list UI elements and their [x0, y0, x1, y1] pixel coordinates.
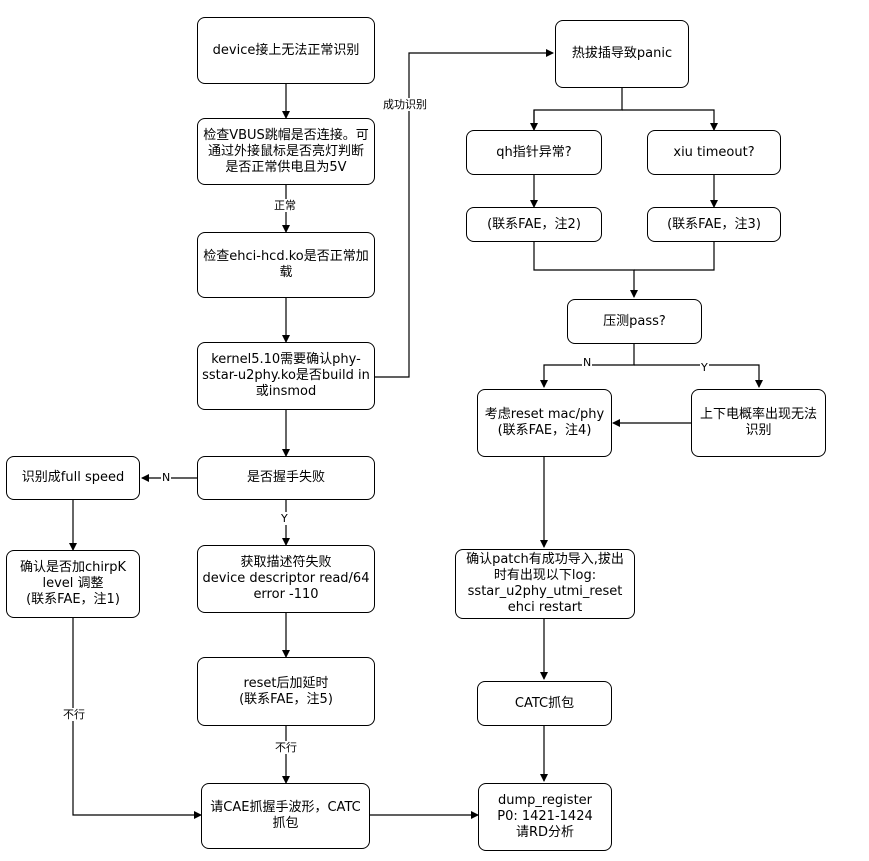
- edge-label-fail-mid: 不行: [274, 741, 298, 754]
- node-xiu-timeout: xiu timeout?: [647, 130, 781, 175]
- node-patch-log: 确认patch有成功导入,拔出时有出现以下log: sstar_u2phy_ut…: [455, 549, 635, 619]
- edge-label-y-down: Y: [280, 512, 289, 525]
- node-full-speed: 识别成full speed: [6, 456, 140, 500]
- node-check-vbus: 检查VBUS跳帽是否连接。可通过外接鼠标是否亮灯判断是否正常供电且为5V: [197, 118, 375, 185]
- node-kernel-phy-check: kernel5.10需要确认phy-sstar-u2phy.ko是否build …: [197, 342, 375, 410]
- edge-label-normal: 正常: [273, 199, 297, 212]
- edge-label-y-pass: Y: [700, 361, 709, 374]
- edge-label-fail-left: 不行: [62, 708, 86, 721]
- edge-n11-split: [533, 88, 623, 127]
- node-device-not-recognized: device接上无法正常识别: [197, 17, 375, 84]
- node-fae-note3: (联系FAE，注3): [647, 207, 781, 242]
- node-descriptor-failed: 获取描述符失败 device descriptor read/64 error …: [197, 545, 375, 613]
- node-check-ehci-hcd: 检查ehci-hcd.ko是否正常加载: [197, 232, 375, 298]
- edge-label-n-pass: N: [582, 356, 593, 369]
- node-reset-mac-phy: 考虑reset mac/phy (联系FAE，注4): [477, 389, 612, 457]
- node-reset-delay: reset后加延时 (联系FAE，注5): [197, 657, 375, 726]
- node-catc-capture: CATC抓包: [477, 681, 612, 726]
- edge-n4-n11: [375, 49, 554, 378]
- node-power-cycle: 上下电概率出现无法识别: [691, 389, 826, 457]
- edge-n11-n13: [622, 109, 718, 131]
- node-stress-pass: 压测pass?: [567, 299, 702, 344]
- node-chirpk-adjust: 确认是否加chirpK level 调整 (联系FAE，注1): [6, 550, 140, 618]
- edge-n15-merge: [634, 242, 715, 271]
- edge-label-success: 成功识别: [382, 98, 428, 111]
- node-qh-pointer: qh指针异常?: [466, 130, 602, 175]
- edge-label-n-left: N: [161, 471, 172, 484]
- node-handshake-failed: 是否握手失败: [197, 456, 375, 500]
- node-fae-note2: (联系FAE，注2): [466, 207, 602, 242]
- node-dump-register: dump_register P0: 1421-1424 请RD分析: [478, 783, 612, 851]
- node-cae-catc-capture: 请CAE抓握手波形，CATC抓包: [201, 783, 370, 849]
- edge-n16-n18: [634, 364, 763, 388]
- edge-n14-n16: [533, 242, 638, 298]
- node-hotplug-panic: 热拔插导致panic: [555, 20, 689, 88]
- edge-n7-n10: [72, 618, 202, 819]
